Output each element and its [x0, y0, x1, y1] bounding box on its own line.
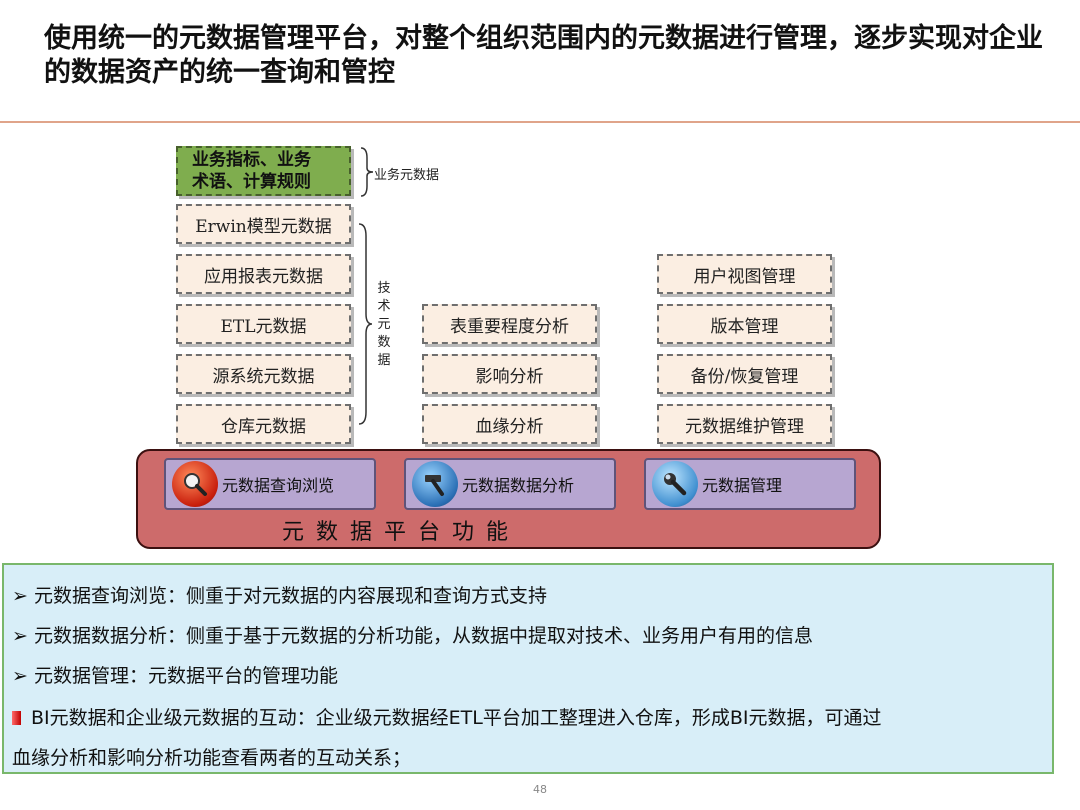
business-box-line1: 业务指标、业务 [192, 150, 311, 170]
title-divider [0, 121, 1080, 123]
note-text: 血缘分析和影响分析功能查看两者的互动关系； [12, 747, 412, 769]
analysis-box-lineage: 血缘分析 [422, 404, 597, 444]
business-box-line2: 术语、计算规则 [192, 172, 311, 192]
page-number: 48 [533, 783, 547, 796]
business-metadata-label: 业务元数据 [374, 168, 440, 183]
function-data-analysis: 元数据数据分析 [404, 458, 616, 510]
function-management-label: 元数据管理 [702, 476, 783, 495]
analysis-box-impact: 影响分析 [422, 354, 597, 394]
note-text: 元数据管理：元数据平台的管理功能 [34, 665, 339, 687]
arrow-bullet-icon: ➢ [12, 625, 28, 647]
note-bi-interaction: BI元数据和企业级元数据的互动：企业级元数据经ETL平台加工整理进入仓库，形成B… [12, 703, 881, 730]
function-data-analysis-label: 元数据数据分析 [462, 476, 575, 495]
tech-box-etl: ETL元数据 [176, 304, 351, 344]
tech-box-report: 应用报表元数据 [176, 254, 351, 294]
tech-box-erwin: Erwin模型元数据 [176, 204, 351, 244]
analysis-box-importance: 表重要程度分析 [422, 304, 597, 344]
mgmt-box-user-view: 用户视图管理 [657, 254, 832, 294]
business-metadata-box: 业务指标、业务 术语、计算规则 [176, 146, 351, 196]
tech-label-2: 术 [377, 299, 391, 314]
tech-label-3: 元 [377, 317, 391, 332]
note-text: 元数据数据分析：侧重于基于元数据的分析功能，从数据中提取对技术、业务用户有用的信… [34, 625, 814, 647]
mgmt-box-maintenance: 元数据维护管理 [657, 404, 832, 444]
note-text: BI元数据和企业级元数据的互动：企业级元数据经ETL平台加工整理进入仓库，形成B… [31, 707, 882, 729]
function-query-browse: 元数据查询浏览 [164, 458, 376, 510]
page-title: 使用统一的元数据管理平台，对整个组织范围内的元数据进行管理，逐步实现对企业的数据… [44, 23, 1043, 88]
red-square-bullet-icon [12, 711, 21, 725]
wrench-icon [652, 461, 698, 507]
tech-label-5: 据 [377, 353, 391, 368]
hammer-icon [412, 461, 458, 507]
note-management: ➢ 元数据管理：元数据平台的管理功能 [12, 661, 338, 688]
mgmt-box-backup: 备份/恢复管理 [657, 354, 832, 394]
platform-label: 元数据平台功能 [281, 520, 520, 545]
tech-brace-icon [358, 223, 373, 425]
magnifier-icon [172, 461, 218, 507]
notes-panel: ➢ 元数据查询浏览：侧重于对元数据的内容展现和查询方式支持 ➢ 元数据数据分析：侧重… [2, 563, 1054, 774]
note-query-browse: ➢ 元数据查询浏览：侧重于对元数据的内容展现和查询方式支持 [12, 581, 547, 608]
note-text: 元数据查询浏览：侧重于对元数据的内容展现和查询方式支持 [34, 585, 548, 607]
function-management: 元数据管理 [644, 458, 856, 510]
mgmt-box-version: 版本管理 [657, 304, 832, 344]
tech-label-4: 数 [377, 335, 391, 350]
note-data-analysis: ➢ 元数据数据分析：侧重于基于元数据的分析功能，从数据中提取对技术、业务用户有用的… [12, 621, 813, 648]
function-query-browse-label: 元数据查询浏览 [222, 476, 335, 495]
tech-box-warehouse: 仓库元数据 [176, 404, 351, 444]
business-brace-icon [360, 147, 374, 197]
tech-label-1: 技 [377, 281, 391, 296]
tech-box-source: 源系统元数据 [176, 354, 351, 394]
arrow-bullet-icon: ➢ [12, 585, 28, 607]
note-bi-interaction-continued: 血缘分析和影响分析功能查看两者的互动关系； [12, 743, 411, 770]
arrow-bullet-icon: ➢ [12, 665, 28, 687]
